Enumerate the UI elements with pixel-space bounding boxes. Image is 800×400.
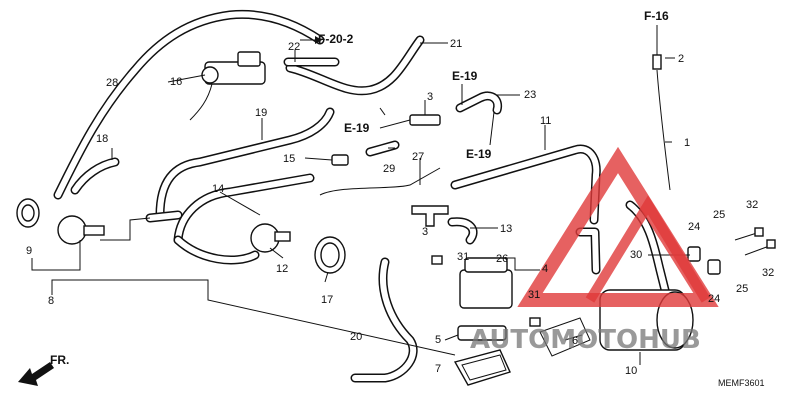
joint-15 bbox=[331, 154, 349, 166]
watermark-triangle-inner bbox=[585, 195, 711, 303]
callout-25-lower: 25 bbox=[736, 283, 748, 295]
callout-13: 13 bbox=[500, 223, 512, 235]
front-label: FR. bbox=[50, 353, 69, 367]
ref-e-19-left: E-19 bbox=[344, 121, 370, 135]
callout-4: 4 bbox=[542, 263, 548, 275]
hose-14-loop bbox=[173, 235, 260, 265]
hose-13 bbox=[447, 217, 478, 245]
callout-28: 28 bbox=[106, 77, 118, 89]
callout-21: 21 bbox=[450, 38, 462, 50]
callout-5: 5 bbox=[435, 334, 441, 346]
callout-12: 12 bbox=[276, 263, 288, 275]
callout-15: 15 bbox=[283, 153, 295, 165]
callout-6: 6 bbox=[572, 335, 578, 347]
joint-3-lower bbox=[411, 205, 449, 227]
hose-11 bbox=[450, 144, 601, 225]
bolt-31-lower bbox=[529, 317, 541, 327]
cap-2 bbox=[652, 54, 662, 70]
callout-30: 30 bbox=[630, 249, 642, 261]
bolt-32-bottom bbox=[744, 239, 776, 256]
callout-23: 23 bbox=[524, 89, 536, 101]
bracket-6 bbox=[539, 317, 591, 357]
diagram-code: MEMF3601 bbox=[718, 378, 765, 388]
callout-29: 29 bbox=[383, 163, 395, 175]
callout-19: 19 bbox=[255, 107, 267, 119]
callout-22: 22 bbox=[288, 41, 300, 53]
ref-f-16: F-16 bbox=[644, 9, 669, 23]
watermark-triangle bbox=[517, 146, 719, 307]
hose-19 bbox=[155, 107, 335, 220]
callout-32-lower: 32 bbox=[762, 267, 774, 279]
hose-1 bbox=[656, 69, 671, 191]
ref-e-19-right: E-19 bbox=[466, 147, 492, 161]
callout-14: 14 bbox=[212, 183, 224, 195]
callout-24-upper: 24 bbox=[688, 221, 700, 233]
callout-8: 8 bbox=[48, 295, 54, 307]
canister-4 bbox=[459, 257, 513, 309]
joint-3-upper bbox=[409, 114, 441, 126]
bolt-32-top bbox=[734, 227, 764, 241]
hose-20 bbox=[350, 257, 418, 383]
callout-11: 11 bbox=[540, 115, 551, 127]
valve-9 bbox=[16, 198, 40, 228]
callout-10: 10 bbox=[625, 365, 637, 377]
callout-numbers: 1 2 3 3 4 5 6 7 8 9 10 11 12 13 14 15 16… bbox=[26, 38, 774, 377]
hose-27 bbox=[319, 167, 441, 196]
hose-29 bbox=[365, 140, 400, 157]
callout-27: 27 bbox=[412, 151, 424, 163]
callout-3-lower: 3 bbox=[422, 226, 428, 238]
valve-12 bbox=[250, 223, 291, 253]
cover-7 bbox=[453, 349, 511, 386]
callout-25-upper: 25 bbox=[713, 209, 725, 221]
hose-28 bbox=[53, 9, 325, 200]
callout-2: 2 bbox=[678, 53, 684, 65]
callout-20: 20 bbox=[350, 331, 362, 343]
ref-f-20-2: F-20-2 bbox=[318, 32, 354, 46]
callout-16: 16 bbox=[170, 76, 182, 88]
callout-31-lower: 31 bbox=[528, 289, 540, 301]
ref-e-19-top: E-19 bbox=[452, 69, 478, 83]
callout-26: 26 bbox=[496, 253, 508, 265]
valve-8 bbox=[57, 215, 105, 245]
bolt-31-upper bbox=[431, 255, 443, 265]
hose-left-stub bbox=[145, 210, 183, 223]
callout-1: 1 bbox=[684, 137, 690, 149]
bracket-24-left bbox=[687, 246, 701, 262]
callout-3-upper: 3 bbox=[427, 91, 433, 103]
hose-30 bbox=[625, 200, 670, 295]
bracket-24-right bbox=[707, 259, 721, 275]
hose-23 bbox=[455, 91, 503, 115]
hose-18 bbox=[70, 157, 120, 195]
solenoid-valve-16 bbox=[189, 51, 266, 121]
clamp-17 bbox=[314, 236, 346, 274]
callout-18: 18 bbox=[96, 133, 108, 145]
hose-14 bbox=[173, 173, 315, 245]
callout-17: 17 bbox=[321, 294, 333, 306]
front-direction-marker: FR. bbox=[18, 353, 69, 386]
reference-labels: F-20-2 F-16 E-19 E-19 E-19 bbox=[300, 9, 669, 161]
callout-9: 9 bbox=[26, 245, 32, 257]
watermark-brand-text: AUTOMOTOHUB bbox=[470, 325, 701, 355]
callout-7: 7 bbox=[435, 363, 441, 375]
callout-31-upper: 31 bbox=[457, 251, 469, 263]
callout-24-lower: 24 bbox=[708, 293, 720, 305]
front-arrow-icon bbox=[18, 362, 54, 386]
callout-32-upper: 32 bbox=[746, 199, 758, 211]
gasket-5 bbox=[457, 325, 507, 341]
hose-mid-stub bbox=[575, 227, 601, 275]
watermark-logo: AUTOMOTOHUB bbox=[470, 146, 719, 355]
hose-21 bbox=[285, 35, 425, 96]
